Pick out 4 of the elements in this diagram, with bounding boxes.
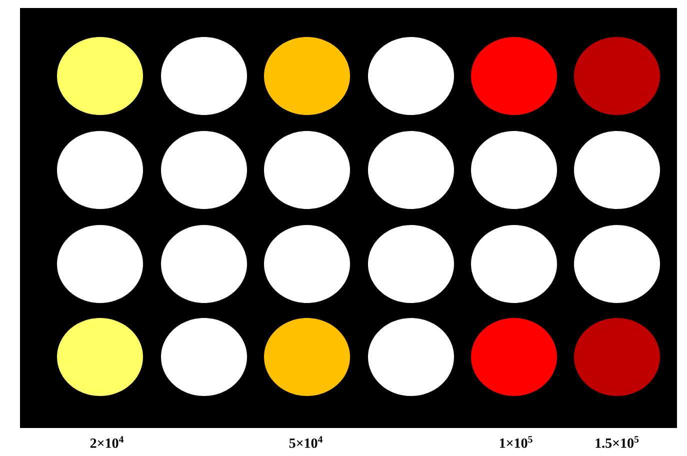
axis-label: 1×10$^{5}$ — [500, 436, 532, 448]
axis-label: 1.5×10$^{5}$ — [596, 436, 639, 448]
axis-label: 2×10$^{4}$ — [90, 436, 124, 448]
axis-label: 5×10$^{4}$ — [289, 436, 323, 448]
